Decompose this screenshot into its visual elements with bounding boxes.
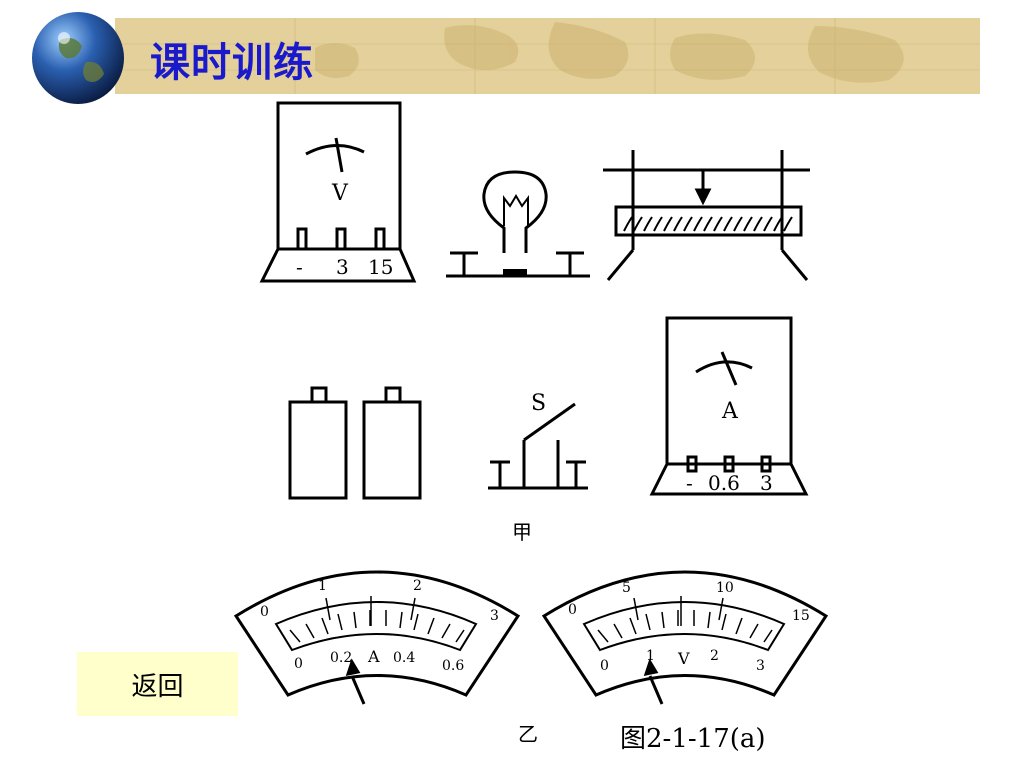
map-background: [115, 18, 980, 94]
rheostat[interactable]: [603, 150, 810, 281]
voltmeter-terminal-3: 3: [336, 255, 349, 279]
light-bulb[interactable]: [446, 170, 590, 278]
ammeter[interactable]: [649, 316, 809, 496]
voltmeter-dial: [541, 570, 829, 705]
ammeter-terminal-3: 3: [760, 471, 773, 495]
ammeter-top-0: 0: [260, 604, 269, 620]
voltmeter-top-10: 10: [716, 580, 734, 596]
voltmeter-terminal-15: 15: [368, 255, 393, 279]
ammeter-top-2: 2: [413, 578, 422, 594]
switch[interactable]: [488, 402, 588, 490]
ammeter-terminal-06: 0.6: [708, 471, 740, 495]
voltmeter-bottom-1: 1: [646, 648, 655, 664]
voltmeter-terminal-neg: -: [296, 255, 303, 279]
label-jia: 甲: [512, 520, 532, 544]
voltmeter-symbol: V: [331, 181, 349, 206]
ammeter-symbol: A: [721, 399, 739, 424]
voltmeter-bottom-0: 0: [600, 658, 609, 674]
voltmeter-dial-unit: V: [677, 649, 690, 668]
header-bar: [115, 18, 980, 94]
ammeter-terminal-neg: -: [686, 471, 693, 495]
ammeter-dial-unit: A: [367, 647, 380, 666]
ammeter-top-3: 3: [490, 608, 499, 624]
voltmeter-bottom-2: 2: [710, 648, 719, 664]
globe-logo: [32, 12, 124, 104]
back-button[interactable]: 返回: [77, 652, 238, 716]
voltmeter-bottom-3: 3: [756, 658, 765, 674]
ammeter-bottom-06: 0.6: [442, 658, 464, 674]
figure-caption: 图2-1-17(a): [620, 724, 766, 754]
ammeter-bottom-0: 0: [294, 656, 303, 672]
battery-cells[interactable]: [288, 386, 422, 500]
switch-symbol: S: [531, 391, 546, 416]
ammeter-top-1: 1: [318, 578, 327, 594]
voltmeter-top-0: 0: [568, 602, 577, 618]
label-yi: 乙: [518, 722, 538, 746]
voltmeter[interactable]: [259, 101, 417, 283]
ammeter-bottom-02: 0.2: [330, 650, 352, 666]
page-title: 课时训练: [150, 40, 314, 86]
voltmeter-top-5: 5: [622, 580, 631, 596]
voltmeter-top-15: 15: [792, 608, 810, 624]
ammeter-dial: [233, 570, 521, 705]
ammeter-bottom-04: 0.4: [393, 650, 415, 666]
